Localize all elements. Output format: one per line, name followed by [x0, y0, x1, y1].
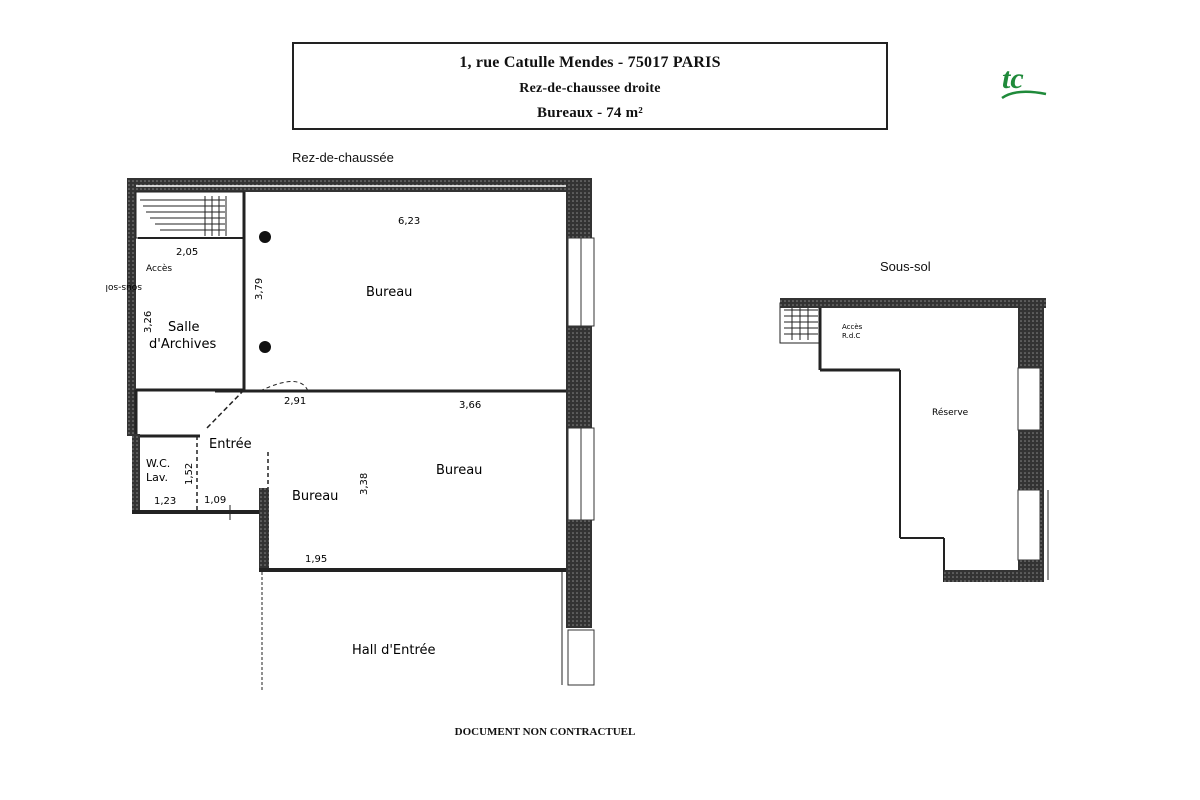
staircase: [135, 191, 245, 239]
dim-205: 2,05: [176, 247, 198, 258]
ground-floor-label: Rez-de-chaussée: [292, 150, 394, 165]
basement-label: Sous-sol: [880, 259, 931, 274]
basement-plan: [779, 298, 1049, 582]
partition-entree: [259, 488, 269, 572]
dim-109: 1,09: [204, 495, 226, 506]
room-bureau-large: Bureau: [436, 463, 482, 478]
dim-338: 3,38: [359, 473, 370, 495]
dim-195: 1,95: [305, 554, 327, 565]
acces-rdc-label: Accès: [842, 323, 863, 331]
wc-label: W.C.: [146, 457, 170, 470]
column: [259, 231, 271, 243]
basement-bottom-wall: [944, 570, 1036, 582]
dim-379: 3,79: [254, 278, 265, 300]
title-box: 1, rue Catulle Mendes - 75017 PARIS Rez-…: [292, 42, 888, 130]
acces-sous-sol-label: sous-sol: [105, 282, 142, 292]
logo-text: tc: [1002, 62, 1024, 95]
room-hall: Hall d'Entrée: [352, 643, 436, 658]
dim-326: 3,26: [143, 311, 154, 333]
column: [259, 341, 271, 353]
room-bureau-top: Bureau: [366, 285, 412, 300]
lav-label: Lav.: [146, 471, 168, 484]
room-bureau-small: Bureau: [292, 489, 338, 504]
dim-623: 6,23: [398, 216, 420, 227]
basement-top-wall: [780, 298, 1046, 308]
room-reserve: Réserve: [932, 407, 969, 418]
room-archives-label: d'Archives: [149, 337, 216, 352]
left-wall: [127, 178, 136, 436]
ground-floor-plan: [127, 178, 595, 692]
dim-123: 1,23: [154, 496, 176, 507]
usage-line: Bureaux - 74 m²: [537, 105, 643, 121]
address-line: 1, rue Catulle Mendes - 75017 PARIS: [459, 54, 721, 71]
disclaimer: DOCUMENT NON CONTRACTUEL: [454, 726, 636, 738]
dim-152: 1,52: [184, 463, 195, 485]
floor-line: Rez-de-chaussee droite: [519, 81, 661, 96]
company-logo: tc: [1001, 62, 1047, 100]
top-wall: [127, 178, 592, 192]
rdc-label: R.d.C: [842, 332, 861, 340]
dim-291: 2,91: [284, 396, 306, 407]
acces-label: Accès: [146, 263, 172, 274]
room-salle-label: Salle: [168, 320, 199, 335]
dim-366: 3,66: [459, 400, 481, 411]
room-entree: Entrée: [209, 437, 252, 452]
